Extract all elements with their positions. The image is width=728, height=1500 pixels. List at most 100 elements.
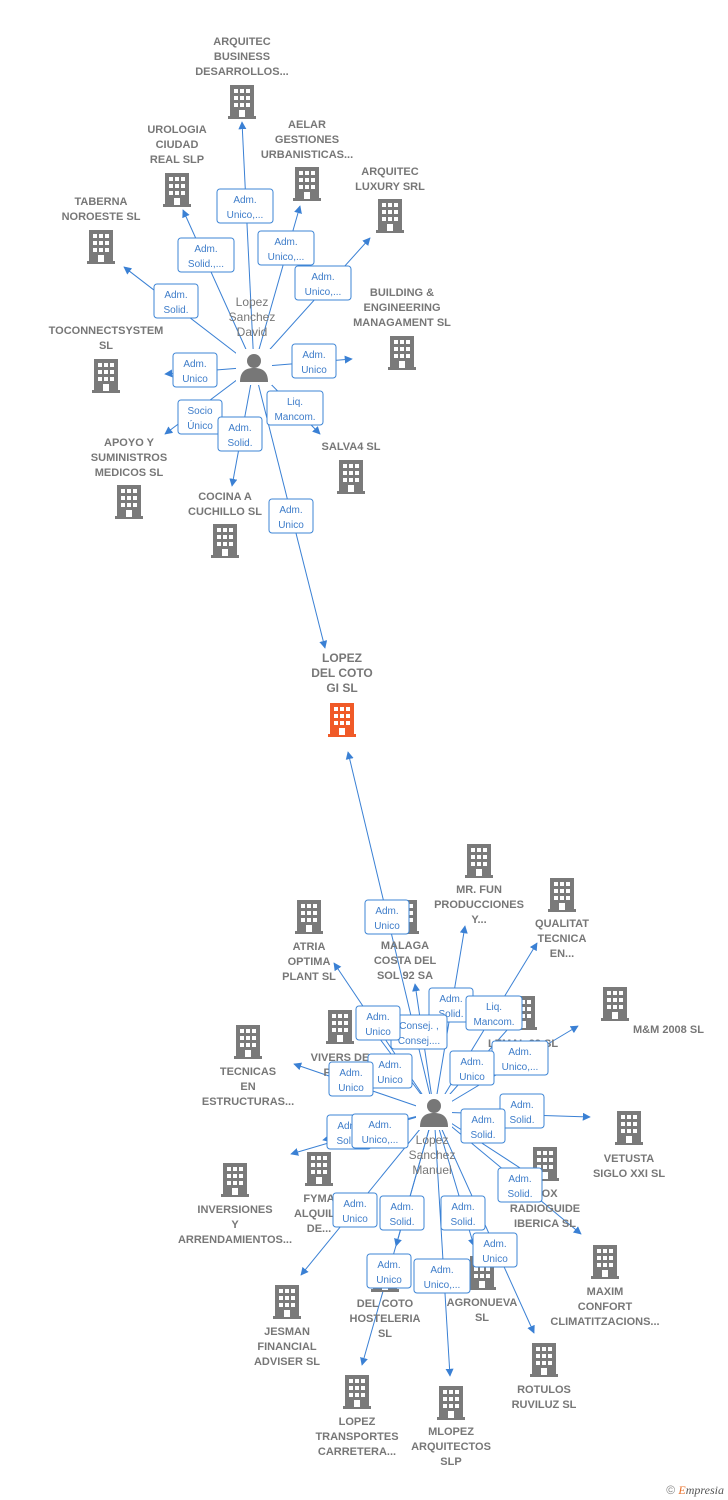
role-badge-r_ab[interactable]: Adm.Unico,...	[216, 188, 274, 224]
role-badge-r_bld[interactable]: Adm.Unico	[291, 343, 337, 379]
building-icon	[337, 460, 365, 494]
building-icon	[591, 1245, 619, 1279]
role-badge-r_radio[interactable]: Adm.Solid.	[497, 1167, 543, 1203]
role-badge-r_atria[interactable]: Adm.Unico	[355, 1005, 401, 1041]
role-badge-r_qual[interactable]: Liq.Mancom.	[465, 995, 523, 1031]
role-label: Adm.Solid.	[507, 1174, 532, 1200]
role-badge-r_inv[interactable]: Adm.Unico	[332, 1192, 378, 1228]
role-badge-r_aelar[interactable]: Adm.Unico,...	[257, 230, 315, 266]
brand-logo: Empresia	[678, 1483, 724, 1497]
role-badge-r_mm[interactable]: Adm.Unico	[449, 1050, 495, 1086]
role-label: Liq.Mancom.	[274, 397, 315, 423]
role-badge-r_vetusta[interactable]: Adm.Solid.	[499, 1093, 545, 1129]
edge-david-arquitec_luxury	[253, 237, 371, 368]
role-badge-r_mrfun[interactable]: Adm.Solid.	[428, 987, 474, 1023]
role-badge-r_vet2[interactable]: Adm.Solid.	[460, 1108, 506, 1144]
company-node-mm2008[interactable]: M&M 2008 SL	[601, 987, 704, 1036]
role-label: Adm.Unico	[342, 1199, 368, 1225]
building-icon	[437, 1386, 465, 1420]
role-badge-r_focus_d[interactable]: Adm.Unico	[268, 498, 314, 534]
building-icon	[211, 524, 239, 558]
building-icon	[228, 85, 256, 119]
role-label: Adm.Unico,...	[305, 272, 342, 298]
building-icon	[465, 844, 493, 878]
role-badge-r_tec2[interactable]: Adm.Unico,...	[351, 1113, 409, 1149]
company-node-salva4[interactable]: SALVA4 SL	[322, 441, 381, 494]
role-label: Adm.Solid.	[163, 290, 188, 316]
role-label: Adm.Solid.	[509, 1100, 534, 1126]
role-badge-r_mlopez[interactable]: Adm.Unico,...	[413, 1258, 471, 1294]
role-label: Adm.Unico	[376, 1260, 402, 1286]
role-badge-r_tab[interactable]: Adm.Solid.	[153, 283, 199, 319]
role-badge-r_fyma[interactable]: Adm.Solid.	[379, 1195, 425, 1231]
role-badge-r_agro[interactable]: Adm.Solid.	[440, 1195, 486, 1231]
role-badge-r_lemal[interactable]: Adm.Unico,...	[491, 1040, 549, 1076]
role-badge-r_uro[interactable]: Adm.Solid.,...	[177, 237, 235, 273]
role-label: Adm.Solid.,...	[188, 244, 224, 270]
role-badge-r_focus_m[interactable]: Adm.Unico	[364, 899, 410, 935]
role-badge-r_salva[interactable]: Liq.Mancom.	[266, 390, 324, 426]
copyright-symbol: ©	[666, 1483, 676, 1497]
role-label: Liq.Mancom.	[473, 1002, 514, 1028]
role-label: Adm.Unico	[278, 505, 304, 531]
role-badge-r_vivers[interactable]: Adm.Unico	[367, 1053, 413, 1089]
building-icon	[615, 1111, 643, 1145]
role-label: Adm.Unico	[365, 1012, 391, 1038]
building-icon	[376, 199, 404, 233]
role-label: Adm.Unico,...	[502, 1047, 539, 1073]
edge-david-aelar	[253, 205, 302, 368]
role-badge-r_maxim[interactable]: Adm.Unico	[472, 1232, 518, 1268]
role-label: Adm.Unico,...	[227, 195, 264, 221]
role-badge-r_dch[interactable]: Adm.Unico	[366, 1253, 412, 1289]
building-icon	[295, 900, 323, 934]
role-badge-r_lux[interactable]: Adm.Unico,...	[294, 265, 352, 301]
role-badge-r_vivers2[interactable]: Adm.Unico	[328, 1061, 374, 1097]
building-icon	[293, 167, 321, 201]
building-icon	[87, 230, 115, 264]
building-icon	[221, 1163, 249, 1197]
role-badge-r_toc[interactable]: Adm.Unico	[172, 352, 218, 388]
role-badge-r_cocina[interactable]: Adm.Solid.	[217, 416, 263, 452]
